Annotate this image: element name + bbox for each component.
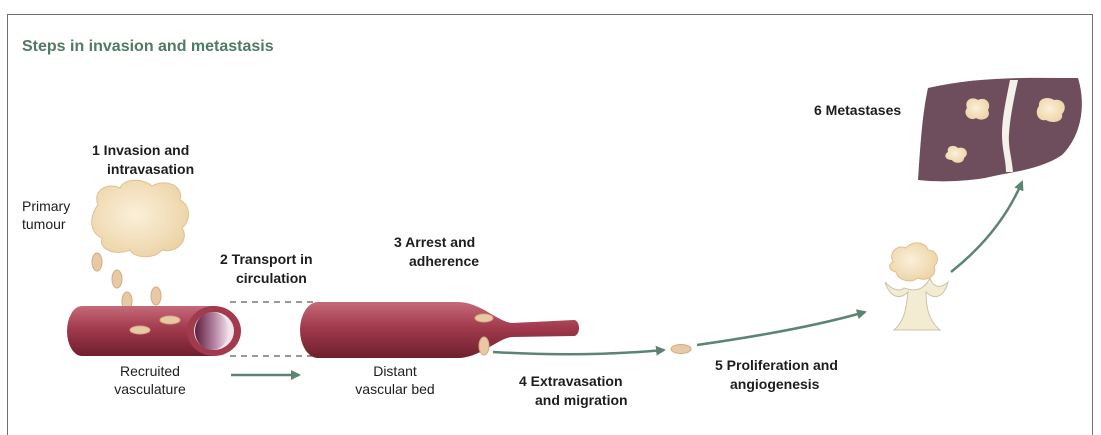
angiogenesis-structure <box>885 243 948 330</box>
step-3-label-line1: 3 Arrest and <box>394 233 475 252</box>
step-5-label-line1: 5 Proliferation and <box>715 356 838 375</box>
primary-tumour-label-line1: Primary <box>22 197 70 216</box>
step-6-label: 6 Metastases <box>814 101 901 120</box>
detaching-cells <box>92 253 161 310</box>
liver-metastases <box>918 78 1082 181</box>
step-4-label-line2: and migration <box>535 391 628 410</box>
primary-tumour <box>92 180 189 257</box>
migrating-cell <box>671 345 691 354</box>
distant-vascular-bed-label-line1: Distant <box>340 362 450 381</box>
step-2-label-line1: 2 Transport in <box>220 250 313 269</box>
recruited-vasculature-label-line2: vasculature <box>100 380 200 399</box>
figure-title: Steps in invasion and metastasis <box>22 37 274 56</box>
recruited-vessel <box>67 306 241 356</box>
step-3-label-line2: adherence <box>409 252 479 271</box>
step-1-label-line1: 1 Invasion and <box>92 141 189 160</box>
step-5-label-line2: angiogenesis <box>730 375 819 394</box>
distant-vascular-bed-label-line2: vascular bed <box>340 380 450 399</box>
recruited-vasculature-label-line1: Recruited <box>100 362 200 381</box>
step-1-label-line2: intravasation <box>107 160 194 179</box>
primary-tumour-label-line2: tumour <box>22 215 66 234</box>
step-4-label-line1: 4 Extravasation <box>519 372 623 391</box>
distant-vessel <box>300 302 579 358</box>
step-2-label-line2: circulation <box>236 269 307 288</box>
